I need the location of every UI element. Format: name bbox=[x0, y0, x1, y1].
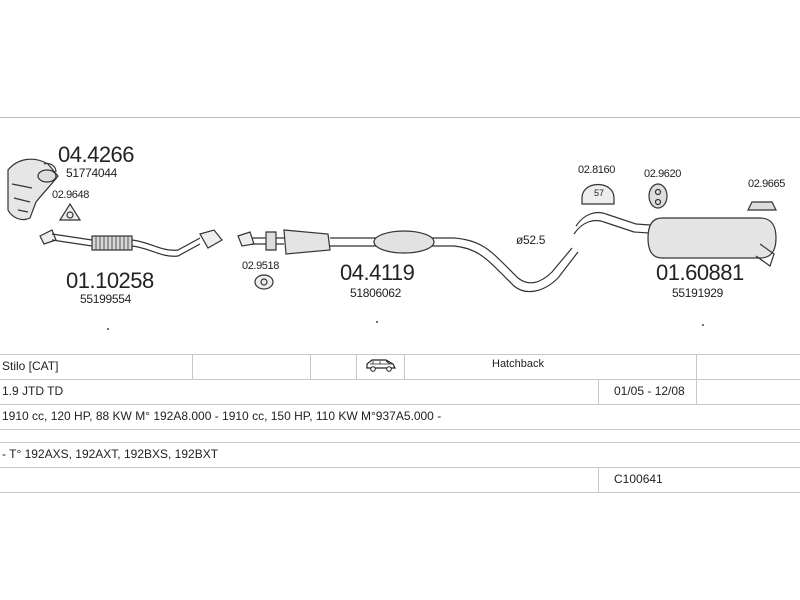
downpipe-part bbox=[7, 158, 59, 221]
gasket-oval-part bbox=[254, 274, 274, 290]
front-pipe-oe-number: 55199554 bbox=[80, 292, 131, 306]
rubber-mount-b-part bbox=[747, 201, 777, 211]
dates-cell: 01/05 - 12/08 bbox=[614, 384, 685, 398]
table-row: 1.9 JTD TD 01/05 - 12/08 bbox=[0, 379, 800, 404]
table-row-spacer bbox=[0, 429, 800, 442]
table-row: Stilo [CAT] Hatchback bbox=[0, 354, 800, 379]
rear-silencer-part-number: 01.60881 bbox=[656, 260, 744, 285]
specs-cell: 1910 cc, 120 HP, 88 KW M° 192A8.000 - 19… bbox=[2, 409, 442, 423]
front-pipe-part bbox=[39, 229, 223, 257]
pipe-diameter-label: ø52.5 bbox=[516, 233, 546, 247]
car-van-icon bbox=[362, 357, 398, 381]
column-divider bbox=[598, 468, 599, 492]
rubber-mount-a-part bbox=[648, 183, 668, 209]
types-cell: - T° 192AXS, 192AXT, 192BXS, 192BXT bbox=[2, 447, 219, 461]
downpipe-part-number: 04.4266 bbox=[58, 142, 135, 167]
front-pipe-part-number: 01.10258 bbox=[66, 268, 154, 293]
column-divider bbox=[404, 355, 405, 379]
vehicle-info-table: Stilo [CAT] Hatchback 1.9 JTD TD 01/05 -… bbox=[0, 354, 800, 493]
column-divider bbox=[598, 380, 599, 404]
column-divider bbox=[310, 355, 311, 379]
exhaust-system-diagram: 04.4266 51774044 02.9648 01.10258 551995… bbox=[0, 118, 800, 350]
body-type-cell: Hatchback bbox=[492, 358, 544, 370]
column-divider bbox=[356, 355, 357, 379]
gasket-triangle-part bbox=[58, 202, 82, 221]
center-silencer-part bbox=[237, 229, 579, 293]
table-row: - T° 192AXS, 192AXT, 192BXS, 192BXT bbox=[0, 442, 800, 467]
center-silencer-part-number: 04.4119 bbox=[340, 260, 415, 285]
column-divider bbox=[696, 355, 697, 379]
table-row: C100641 bbox=[0, 467, 800, 493]
clamp-size-label: 57 bbox=[594, 188, 605, 198]
rear-silencer-oe-number: 55191929 bbox=[672, 286, 723, 300]
model-cell: Stilo [CAT] bbox=[2, 359, 59, 373]
clamp-part bbox=[581, 184, 615, 205]
mount-a-part-number: 02.9620 bbox=[644, 168, 681, 180]
rear-silencer-part bbox=[573, 211, 777, 267]
gasket-b-part-number: 02.9518 bbox=[242, 260, 279, 272]
downpipe-oe-number: 51774044 bbox=[66, 166, 117, 180]
column-divider bbox=[192, 355, 193, 379]
table-row: 1910 cc, 120 HP, 88 KW M° 192A8.000 - 19… bbox=[0, 404, 800, 429]
engine-cell: 1.9 JTD TD bbox=[2, 384, 64, 398]
catalog-code-cell: C100641 bbox=[614, 472, 663, 486]
marker-dot bbox=[702, 324, 704, 326]
exhaust-drawing bbox=[7, 158, 777, 293]
column-divider bbox=[696, 380, 697, 404]
clamp-part-number: 02.8160 bbox=[578, 164, 615, 176]
center-silencer-oe-number: 51806062 bbox=[350, 286, 401, 300]
marker-dot bbox=[376, 321, 378, 323]
diagram-top-border bbox=[0, 117, 800, 118]
gasket-a-part-number: 02.9648 bbox=[52, 189, 89, 201]
marker-dot bbox=[107, 328, 109, 330]
mount-b-part-number: 02.9665 bbox=[748, 178, 785, 190]
